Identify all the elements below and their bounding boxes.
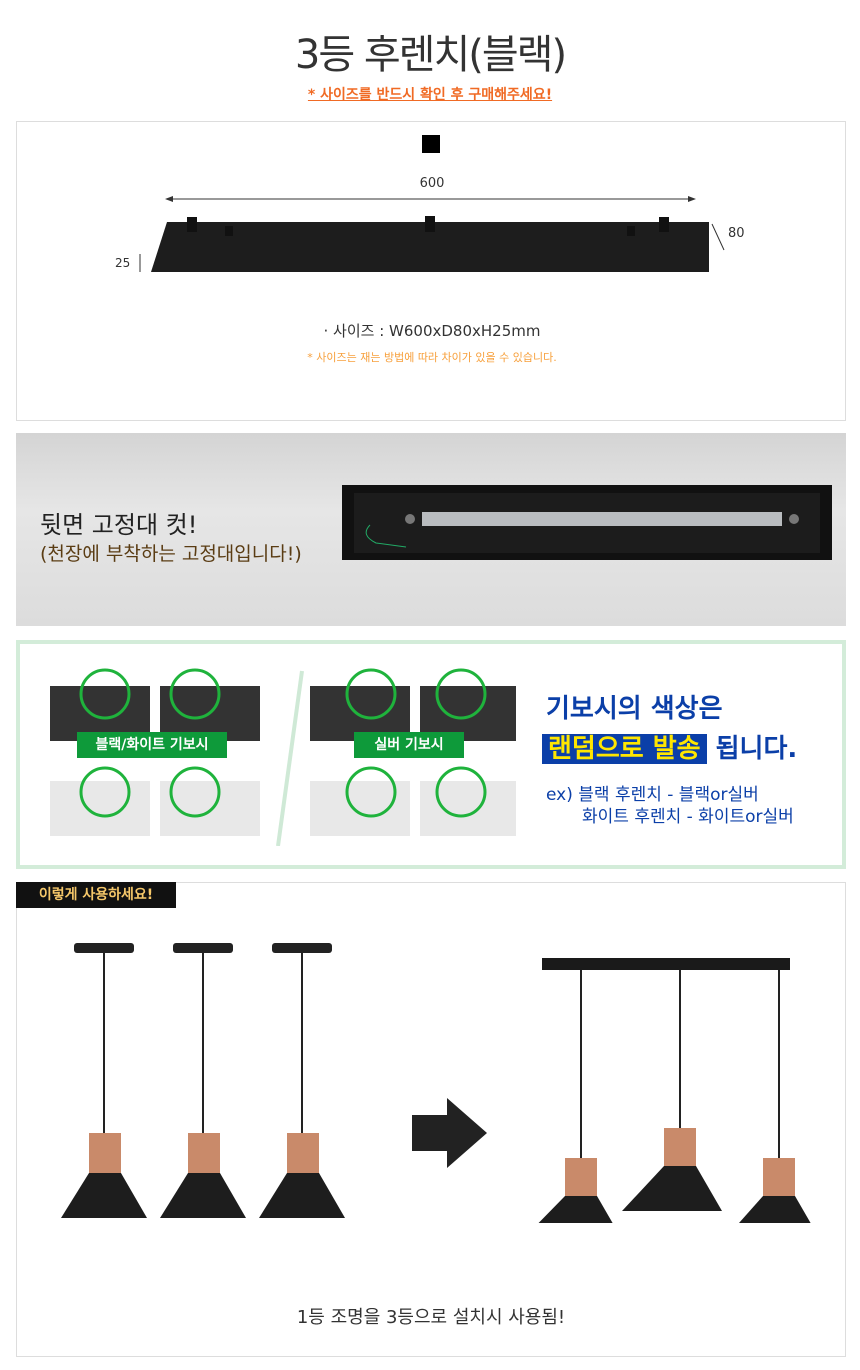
- size-note: * 사이즈는 재는 방법에 따라 차이가 있을 수 있습니다.: [307, 351, 557, 364]
- cap-headline-rest: 됩니다.: [706, 734, 798, 764]
- cap-photos: [50, 668, 516, 846]
- back-title: 뒷면 고정대 컷!: [40, 511, 198, 539]
- back-bracket-panel: 뒷면 고정대 컷! (천장에 부착하는 고정대입니다!): [16, 433, 846, 626]
- usage-tag: 이렇게 사용하세요!: [16, 882, 176, 908]
- page-title: 3등 후렌치(블랙): [294, 32, 567, 78]
- black-white-cap-label: 블랙/화이트 기보시: [77, 732, 227, 758]
- color-swatch: [422, 135, 440, 153]
- example-line-2: 화이트 후렌치 - 화이트or실버: [582, 807, 794, 827]
- canopy-bar-illustration: [139, 196, 725, 272]
- back-subtitle: (천장에 부착하는 고정대입니다!): [40, 543, 302, 565]
- size-notice: * 사이즈를 반드시 확인 후 구매해주세요!: [307, 87, 553, 103]
- cap-color-panel: 블랙/화이트 기보시 실버 기보시 기보시의 색상은 랜덤으로 발송 됩니다. …: [16, 640, 846, 869]
- pendant-illustration: [61, 942, 811, 1223]
- width-label: 600: [419, 176, 445, 191]
- random-highlight: 랜덤으로 발송: [542, 734, 707, 764]
- usage-caption: 1등 조명을 3등으로 설치시 사용됨!: [296, 1307, 566, 1328]
- dimension-panel: 600 25 80 · 사이즈 : W600xD80xH25mm * 사이즈는 …: [16, 121, 846, 421]
- bracket-photo: [342, 485, 832, 560]
- cap-headline: 기보시의 색상은: [546, 694, 723, 724]
- height-label: 25: [115, 256, 131, 270]
- size-text: · 사이즈 : W600xD80xH25mm: [323, 322, 541, 340]
- depth-label: 80: [728, 226, 745, 241]
- usage-panel: 이렇게 사용하세요! 1등 조명을 3등으로 설치시 사용됨!: [16, 882, 846, 1357]
- triple-pendant-bar: [538, 958, 811, 1223]
- single-pendant-lamps: [61, 942, 346, 1219]
- example-line-1: ex) 블랙 후렌치 - 블랙or실버: [546, 785, 759, 805]
- bar-top: [151, 222, 709, 272]
- arrow-right-icon: [412, 1098, 487, 1168]
- silver-cap-label: 실버 기보시: [354, 732, 464, 758]
